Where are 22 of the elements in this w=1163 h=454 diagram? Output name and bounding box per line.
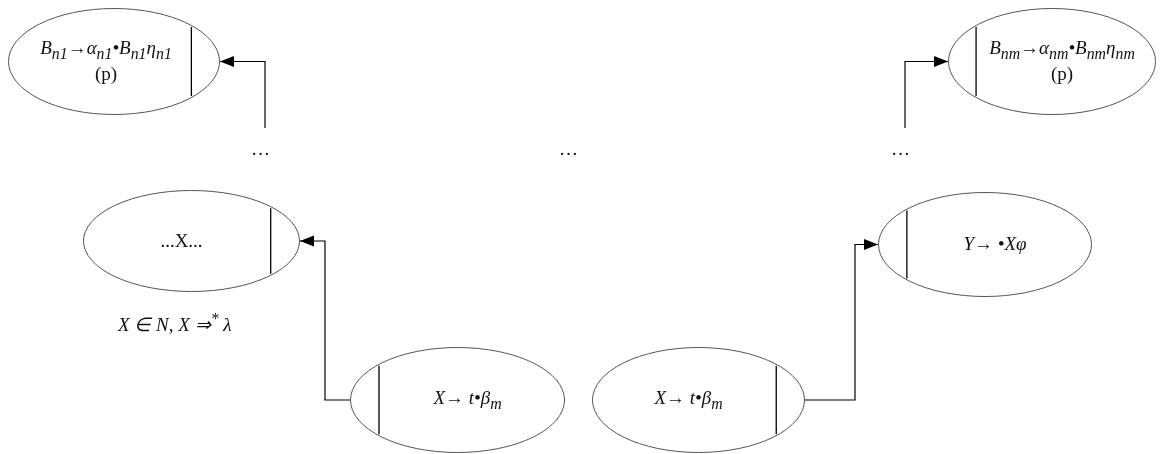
production-rule: B$_{n1}$→α$_{n1}$•B$_{n1}$η$_{n1}$ (40, 36, 172, 64)
ellipsis-mark: … (559, 138, 578, 160)
ellipse-node (592, 347, 805, 453)
production-rule: ...X... (160, 229, 203, 253)
production-rule: B$_{nm}$→α$_{nm}$•B$_{nm}$η$_{nm}$ (989, 36, 1135, 64)
rule-note: (p) (1050, 63, 1074, 87)
production-rule: Y→ •Xφ (963, 233, 1027, 256)
production-rule: X→ t•β$_{m}$ (654, 386, 723, 414)
ellipse-node (948, 8, 1156, 115)
ellipse-node (83, 190, 300, 292)
arrow (219, 55, 266, 129)
ellipse-node (878, 192, 1092, 297)
arrow (904, 55, 949, 129)
condition-text: X ∈ N, X ⇒$^{*}$ λ (118, 310, 232, 337)
ellipsis-mark: … (251, 138, 270, 160)
production-rule: X→ t•β$_{m}$ (433, 386, 502, 414)
arrow (804, 238, 879, 401)
arrow (299, 235, 351, 401)
ellipse-node (350, 347, 565, 453)
ellipsis-mark: … (891, 138, 910, 160)
rule-note: (p) (94, 63, 118, 87)
ellipse-node (8, 8, 220, 115)
